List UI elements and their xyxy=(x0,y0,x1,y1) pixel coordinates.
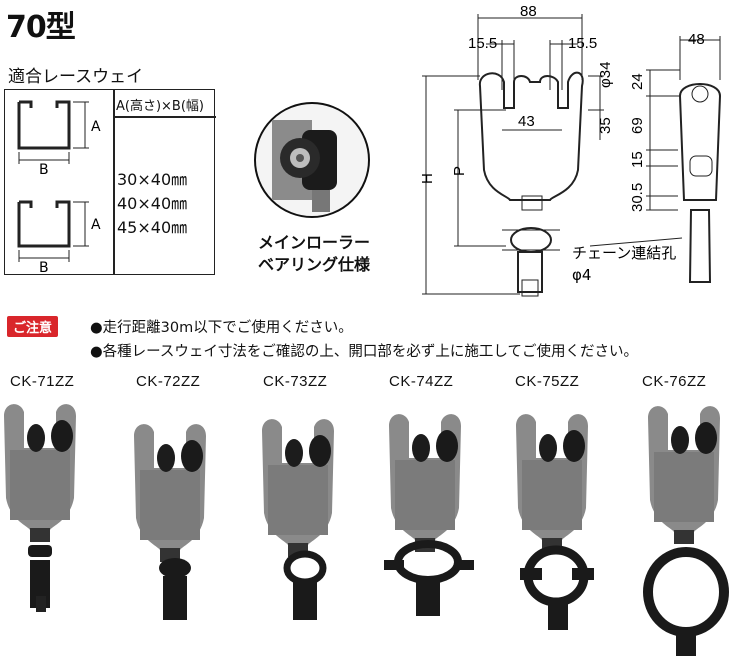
label-a-top: A xyxy=(91,119,101,135)
label-b-top: B xyxy=(39,162,49,178)
dim-69: 69 xyxy=(629,117,646,134)
dim-h: H xyxy=(419,173,436,184)
dim-phi34: φ34 xyxy=(597,62,614,88)
dim-88: 88 xyxy=(520,3,537,20)
spec-table: A B A B xyxy=(4,89,216,275)
dim-15-5-right: 15.5 xyxy=(568,35,597,52)
roller-zoom-photo xyxy=(254,102,370,218)
model-label-1: CK-71ZZ xyxy=(10,373,75,390)
spec-size-3: 45×40㎜ xyxy=(117,218,188,237)
product-photos xyxy=(4,404,729,656)
model-label-5: CK-75ZZ xyxy=(515,373,580,390)
model-label-6: CK-76ZZ xyxy=(642,373,707,390)
model-label-4: CK-74ZZ xyxy=(389,373,454,390)
dim-30-5: 30.5 xyxy=(629,183,646,212)
dim-48: 48 xyxy=(688,31,705,48)
raceway-subtitle: 適合レースウェイ xyxy=(8,67,144,87)
spec-size-2: 40×40㎜ xyxy=(117,194,188,213)
product-ck-74zz xyxy=(384,414,474,616)
product-ck-72zz xyxy=(134,424,206,620)
chain-hole-diameter: φ4 xyxy=(572,266,591,284)
spec-size-1: 30×40㎜ xyxy=(117,170,188,189)
zoom-caption: メインローラー ベアリング仕様 xyxy=(257,233,370,274)
product-ck-76zz xyxy=(643,406,729,656)
page-title: 70型 xyxy=(6,10,76,45)
dim-15-5-left: 15.5 xyxy=(468,35,497,52)
dim-43: 43 xyxy=(518,113,535,130)
label-b-bottom: B xyxy=(39,260,49,274)
label-a-bottom: A xyxy=(91,217,101,233)
dim-35: 35 xyxy=(597,117,614,134)
model-label-3: CK-73ZZ xyxy=(263,373,328,390)
notice-item-1: ●走行距離30m以下でご使用ください。 xyxy=(90,320,353,336)
spec-table-header: A(高さ)×B(幅) xyxy=(116,99,204,114)
product-ck-71zz xyxy=(4,404,76,612)
dim-24: 24 xyxy=(629,73,646,90)
product-ck-75zz xyxy=(516,414,594,630)
notice-item-2: ●各種レースウェイ寸法をご確認の上、開口部を必ず上に施工してご使用ください。 xyxy=(90,344,638,360)
notice-badge: ご注意 xyxy=(7,316,59,337)
dim-p: P xyxy=(451,166,468,176)
technical-drawing: 88 15.5 15.5 43 φ34 35 H P 48 24 69 15 3… xyxy=(419,3,722,297)
model-label-2: CK-72ZZ xyxy=(136,373,201,390)
dim-15: 15 xyxy=(629,151,646,168)
raceway-profile-diagram: A B A B xyxy=(17,100,101,274)
product-ck-73zz xyxy=(262,419,334,620)
chain-hole-label: チェーン連結孔 xyxy=(572,244,676,262)
